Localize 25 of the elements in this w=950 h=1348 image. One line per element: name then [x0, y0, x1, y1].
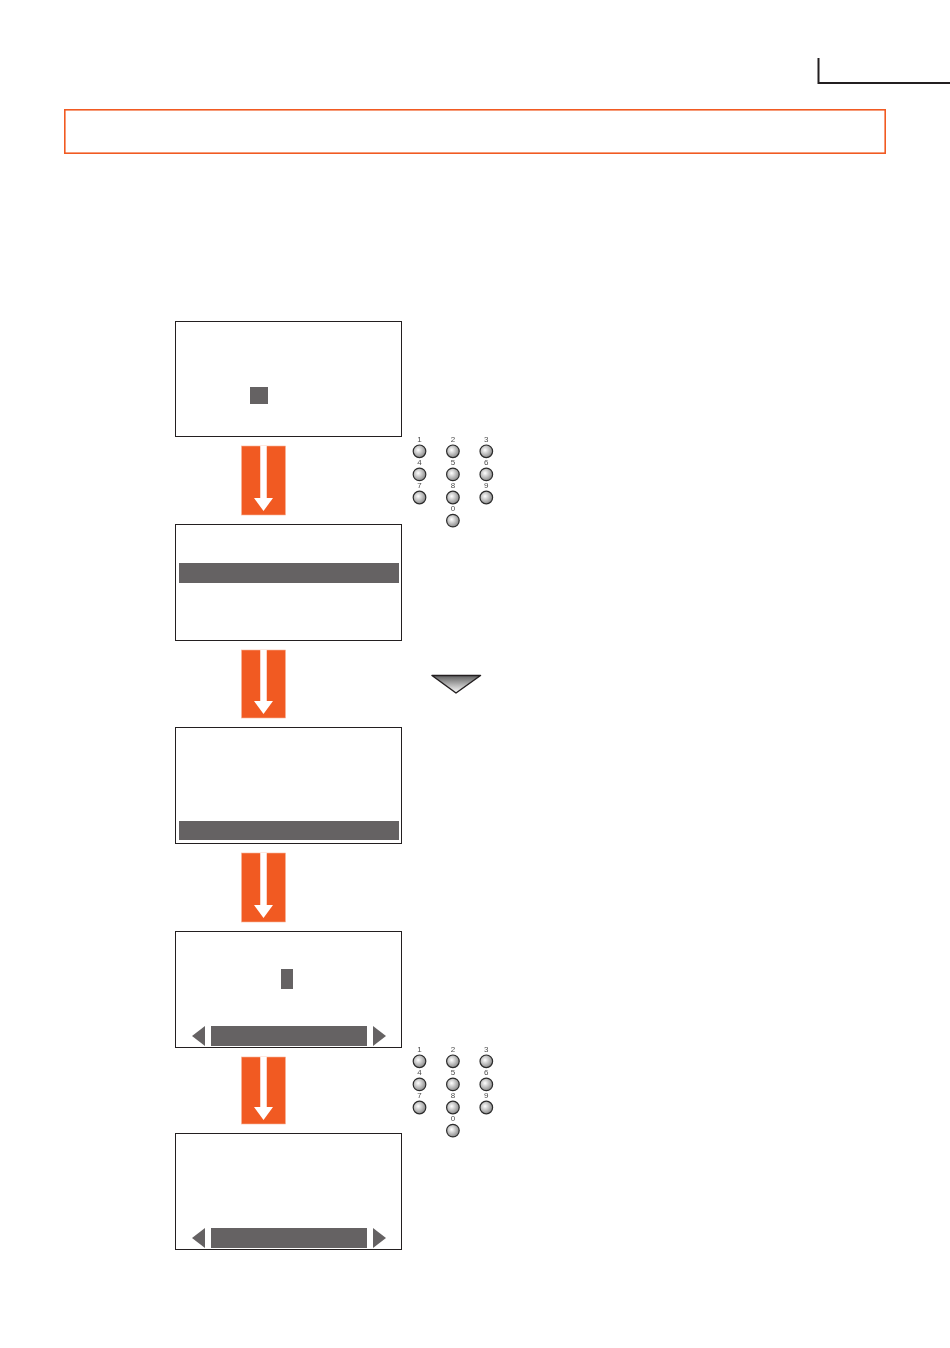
lcd-screen	[175, 727, 402, 844]
key-number: 1	[416, 1045, 423, 1054]
key-number: 5	[449, 1068, 457, 1077]
lcd-screen	[175, 931, 402, 1048]
key-number: 9	[483, 482, 490, 490]
key-number: 5	[449, 458, 457, 467]
key-number: 3	[483, 1045, 490, 1054]
key-number: 7	[416, 482, 423, 490]
key-number: 6	[483, 1068, 490, 1077]
lcd-screen	[175, 1133, 402, 1250]
key-number: 3	[483, 435, 490, 444]
key-number: 8	[449, 1092, 457, 1100]
lcd-screen	[175, 321, 402, 437]
key-number: 1	[416, 435, 423, 444]
key-number: 7	[416, 1092, 423, 1100]
key-number: 0	[449, 1115, 457, 1124]
key-number: 2	[449, 435, 457, 444]
key-number: 8	[449, 482, 457, 490]
key-number: 4	[416, 1068, 423, 1077]
key-number: 0	[449, 505, 457, 514]
key-number: 4	[416, 458, 423, 467]
lcd-screen	[175, 524, 402, 641]
key-number: 2	[449, 1045, 457, 1054]
key-number: 6	[483, 458, 490, 467]
key-number: 9	[483, 1092, 490, 1100]
